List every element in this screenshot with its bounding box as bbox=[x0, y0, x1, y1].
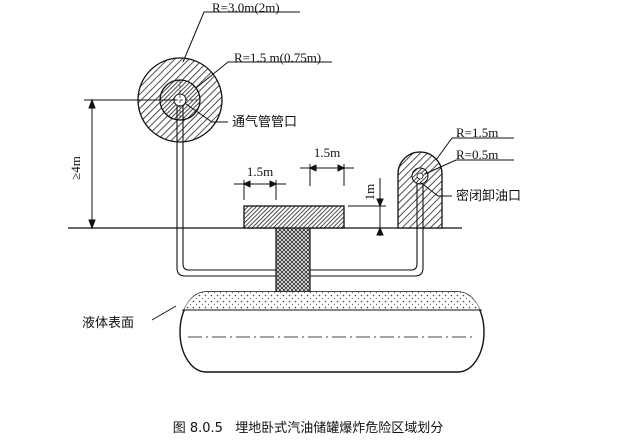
label-liquid-surface: 液体表面 bbox=[82, 316, 134, 331]
leader-lines bbox=[151, 11, 514, 321]
label-r-outer-vent: R=3.0m(2m) bbox=[212, 0, 280, 15]
dim-1m bbox=[348, 178, 386, 236]
vent-pipe bbox=[176, 106, 278, 277]
unload-pipe bbox=[310, 184, 424, 277]
storage-tank bbox=[179, 291, 485, 373]
dim-left bbox=[234, 180, 286, 200]
dim-right bbox=[300, 164, 354, 186]
figure-caption: 图 8.0.5 埋地卧式汽油储罐爆炸危险区域划分 bbox=[173, 421, 444, 436]
label-vent-pipe: 通气管管口 bbox=[232, 114, 297, 130]
tank-riser bbox=[275, 225, 311, 295]
label-r-outer-unload: R=1.5m bbox=[456, 125, 498, 140]
height-dimension bbox=[84, 98, 176, 230]
vent-hazard-zone bbox=[137, 57, 223, 143]
dim-1m-label: 1m bbox=[362, 184, 377, 201]
label-r-inner-vent: R=1.5 m(0.75m) bbox=[234, 50, 321, 65]
label-r-inner-unload: R=0.5m bbox=[456, 147, 498, 162]
dim-right-label: 1.5m bbox=[314, 145, 340, 160]
unload-hazard-zone bbox=[397, 151, 443, 229]
height-label: ≥4m bbox=[68, 156, 83, 180]
manhole-hazard-zone bbox=[243, 205, 345, 229]
label-sealed-unload: 密闭卸油口 bbox=[456, 188, 521, 204]
dim-left-label: 1.5m bbox=[247, 164, 273, 179]
